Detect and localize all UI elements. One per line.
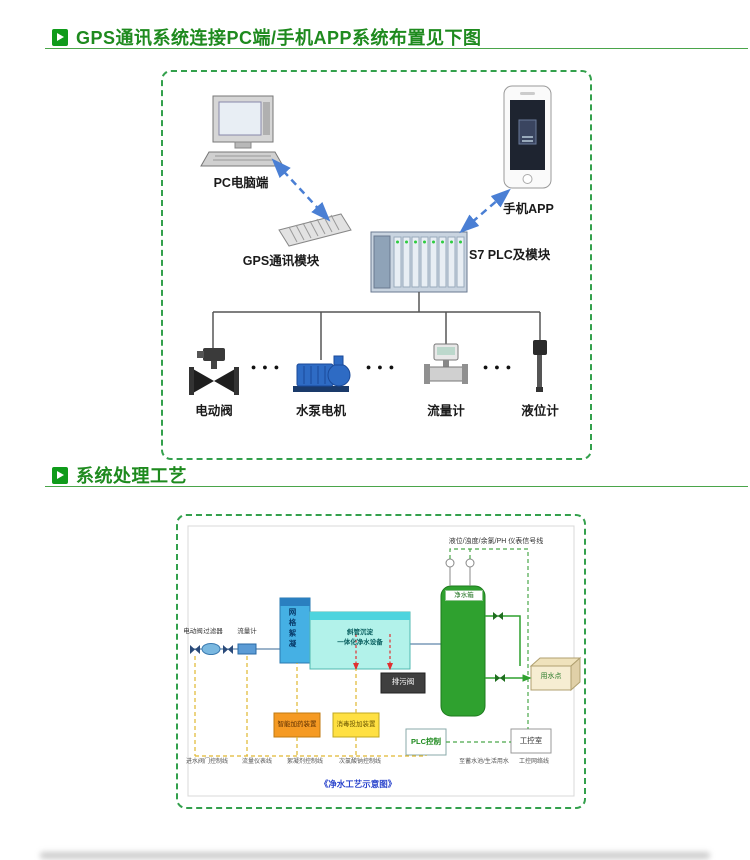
section-header-gps: GPS通讯系统连接PC端/手机APP系统布置见下图: [52, 24, 482, 50]
diagram-caption: 《净水工艺示意图》: [319, 779, 397, 789]
pump-icon: [293, 355, 351, 392]
gps-module-icon: [278, 213, 352, 247]
ellipsis-dots: ●●●: [250, 362, 286, 372]
signal-lines: [446, 548, 529, 743]
phone-icon: [503, 85, 552, 189]
level-sensor-icon: [533, 340, 547, 392]
disinfect-label: 消毒投加装置: [336, 721, 376, 728]
inlet-valve-label: 电动阀: [183, 628, 203, 635]
ellipsis-dots: ●●●: [482, 362, 518, 372]
section-divider: [45, 48, 748, 49]
filter-label: 过滤器: [203, 628, 223, 635]
sediment-label-2: 一体化净水设备: [337, 639, 383, 646]
flowmeter-symbol: [237, 643, 257, 655]
control-lines: [194, 656, 427, 757]
network-note: 工控网络线: [518, 759, 549, 765]
pc-label: PC电脑端: [213, 176, 269, 190]
ellipsis-dots: ●●●: [365, 362, 401, 372]
valve-label: 电动阀: [195, 404, 233, 418]
flowmeter-label: 流量计: [237, 628, 257, 635]
drain-valve-box: [380, 672, 426, 694]
bus-lines: [212, 292, 541, 360]
purifier-tank: [309, 611, 411, 670]
legend-item: 次氯酸钠控制线: [338, 759, 381, 765]
gps-topology-art: [189, 85, 552, 395]
cropped-text-strip: [40, 852, 710, 859]
section-header-process: 系统处理工艺: [52, 462, 187, 488]
filter-symbol: [201, 643, 221, 655]
inlet-valve-symbol: [190, 645, 233, 654]
motor-valve-icon: [189, 348, 239, 395]
green-flag-icon: [52, 28, 68, 46]
section-title: GPS通讯系统连接PC端/手机APP系统布置见下图: [76, 28, 482, 48]
flocculation-tank: [279, 597, 311, 664]
tank-sensors: [445, 558, 475, 586]
legend-item: 流量仪表线: [241, 759, 272, 765]
use-point-box: [529, 656, 582, 692]
use-point-label: 用水点: [540, 673, 562, 680]
section-divider: [45, 486, 748, 487]
pc-computer-icon: [200, 95, 284, 167]
disinfect-device-box: [332, 712, 380, 738]
level-label: 液位计: [521, 404, 559, 418]
clean-tank-label: 净水箱: [445, 590, 483, 602]
sediment-label-1: 斜管沉淀: [347, 629, 373, 636]
pump-label: 水泵电机: [295, 404, 346, 418]
drain-lines: [353, 634, 393, 671]
gps-label: GPS通讯模块: [242, 254, 320, 268]
drain-valve-label: 排污阀: [391, 677, 415, 686]
flowmeter-label: 流量计: [427, 404, 465, 418]
phone-label: 手机APP: [503, 202, 554, 216]
process-flow-diagram: 液位/浊度/余氯/PH 仪表信号线 电动阀 过滤器 流量计 网格絮凝 斜管沉淀 …: [176, 514, 586, 809]
outflow-note: 至蓄水池/生活用水: [459, 759, 509, 765]
legend-item: 进水阀门控制线: [185, 759, 228, 765]
control-room-box: [510, 728, 552, 754]
clean-water-tank: [440, 585, 486, 717]
plc-control-label: PLC控制: [411, 737, 441, 746]
flocculation-label: 网格絮凝: [288, 608, 297, 650]
dosing-label: 智能加药装置: [277, 721, 317, 728]
flowmeter-icon: [424, 343, 468, 384]
outflow-valve-symbol: [493, 612, 505, 682]
green-flag-icon: [52, 466, 68, 484]
gps-topology-diagram: PC电脑端 手机APP GPS通讯模块 S7 PLC及模块 电动阀 水泵电机 流…: [161, 70, 592, 460]
plc-label: S7 PLC及模块: [469, 248, 551, 262]
legend-item: 絮凝剂控制线: [286, 759, 323, 765]
control-room-label: 工控室: [519, 736, 543, 745]
signal-line-label: 液位/浊度/余氯/PH 仪表信号线: [448, 538, 544, 545]
section-title: 系统处理工艺: [76, 466, 187, 486]
process-flow-art: [187, 525, 582, 797]
plc-rack-icon: [370, 231, 468, 293]
wireless-links: [271, 158, 511, 234]
